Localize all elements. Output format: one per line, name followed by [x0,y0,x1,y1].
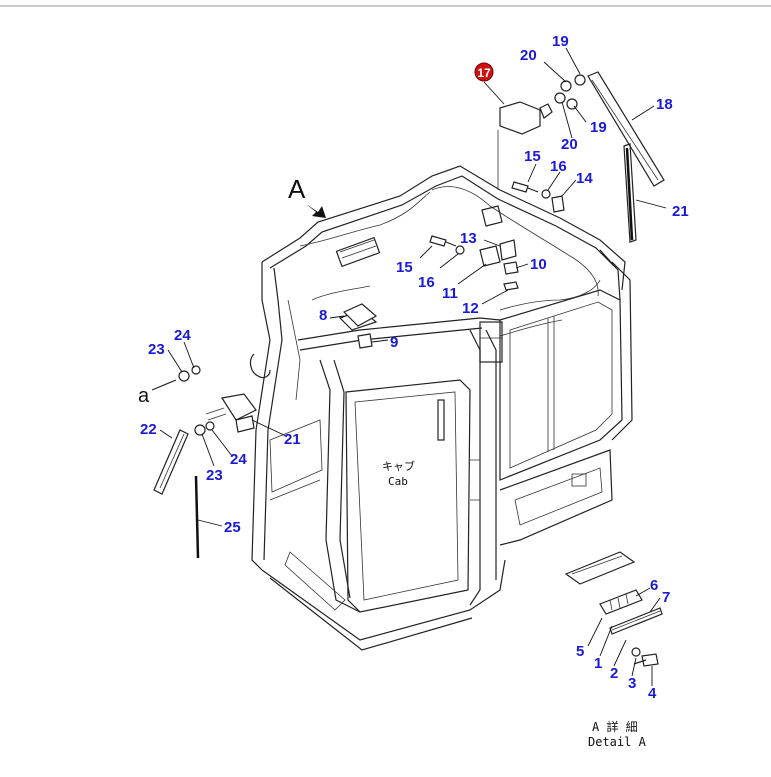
callout-11: 11 [442,285,458,302]
callout-7: 7 [662,589,670,606]
connector-8-9 [329,303,389,349]
callout-24-top: 23 [148,341,165,358]
callout-26: 25 [224,519,241,536]
callout-19-right: 19 [590,119,607,136]
callout-18: 18 [656,96,673,113]
callout-15-lower: 15 [396,259,413,276]
part-17-label: 17 [477,66,491,80]
detail-label-en: Detail A [588,735,647,749]
callout-9: 9 [390,334,398,351]
callout-16-lower: 16 [418,274,435,291]
wiper-arm-18 [587,71,665,187]
callout-12: 12 [462,300,479,317]
callout-19-top: 19 [552,33,569,50]
part-17-badge [474,62,494,82]
callout-20-right: 20 [561,136,578,153]
callout-5: 5 [576,643,584,660]
detail-a-parts [564,551,663,686]
fastener-group-lower [419,235,529,305]
wiper-blade-21 [623,143,667,243]
callout-22: 21 [284,431,301,448]
callout-21: 21 [672,203,689,220]
callout-15-upper: 15 [524,148,541,165]
callout-25-top: 24 [174,327,191,344]
callout-10: 10 [530,256,547,273]
callout-8: 8 [319,307,327,324]
callout-6: 6 [650,577,658,594]
rear-wiper-group: a [138,341,287,559]
detail-label-jp: A 詳 細 [592,719,638,734]
callout-20-top: 20 [520,47,537,64]
callout-14: 14 [576,170,593,187]
view-marker-a: A [288,174,306,204]
callout-24-bottom: 23 [206,467,223,484]
detail-a-label: A 詳 細 Detail A [588,719,647,749]
cab-label-jp: キャブ [382,459,415,473]
callout-4: 4 [648,685,657,702]
cab-label: キャブ Cab [382,459,415,488]
callout-labels: 19 20 18 19 20 15 16 14 21 13 15 10 16 1… [140,33,689,702]
callout-16-upper: 16 [550,158,567,175]
callout-23: 22 [140,421,157,438]
callout-13: 13 [460,230,477,247]
callout-25-bottom: 24 [230,451,247,468]
ref-marker-a: a [138,385,150,407]
callout-3: 3 [628,675,636,692]
nut-washer-group-top [543,47,587,139]
fastener-group-upper [511,163,577,213]
callout-1: 1 [594,655,602,672]
view-arrow-a: A [288,174,326,218]
cab-frame [249,165,633,651]
cab-label-en: Cab [388,475,408,488]
wiper-motor-17: 17 [474,62,553,190]
callout-2: 2 [610,665,618,682]
